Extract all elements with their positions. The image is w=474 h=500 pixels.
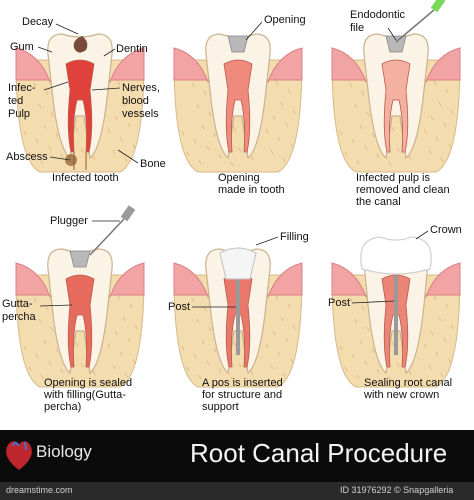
label-gum: Gum [10,41,34,53]
leader-pulp [43,81,69,91]
pulp [223,274,253,368]
opening-cavity [227,35,249,53]
label-crown: Crown [430,224,462,236]
leader-gutta [39,304,73,307]
gum [173,47,303,83]
leader-nerves [91,87,121,91]
panel-pulp-removed: Endodontic file Infected pulp is removed… [316,0,474,215]
tooth-illustration-2 [173,21,303,173]
abscess [65,154,77,166]
leader-post-6 [351,300,395,304]
pulp [65,274,95,368]
leader-filling [255,236,279,246]
tool-shaft [89,218,125,256]
label-gutta-percha-2: percha [2,311,36,323]
tooth-illustration-3 [331,0,461,173]
label-nerves-3: vessels [122,108,159,120]
credit-id: ID 31976292 © Snapgalleria [340,485,454,495]
panel-sealed: Plugger Gutta- percha Opening is sealed … [0,205,158,430]
caption-3-line-2: removed and clean [356,184,450,196]
label-abscess: Abscess [6,151,48,163]
label-dentin: Dentin [116,43,148,55]
leader-abscess [49,156,71,161]
gum [331,47,461,83]
caption-5-line-3: support [202,401,239,413]
label-infected-pulp-2: ted [8,95,24,107]
label-post-6: Post [328,297,351,309]
caption-4-line-1: Opening is sealed [44,377,133,389]
opening-cavity [69,250,91,268]
footer-title: Root Canal Procedure [190,438,448,468]
caption-2-line-2: made in tooth [218,184,285,196]
caption-4-line-3: percha) [44,401,82,413]
label-opening: Opening [264,14,306,26]
leader-crown [415,230,429,240]
tooth-illustration-6 [331,230,461,388]
caption-2-line-1: Opening [218,172,260,184]
caption-6-line-1: Sealing root canal [364,377,453,389]
gum [331,262,461,298]
caption-5-line-1: A pos is inserted [202,377,283,389]
tool-handle [120,205,136,222]
leader-bone [117,149,139,164]
footer-category: Biology [36,442,92,461]
panel-infected-tooth: Decay Gum Dentin Infec- ted Pulp Nerves,… [0,0,166,215]
pulp [65,59,95,153]
panel-crown: Crown Post Sealing root canal with new c… [316,215,474,430]
tooth-illustration-1 [15,23,145,173]
leader-decay [55,23,79,35]
caption-3-line-1: Infected pulp is [356,172,430,184]
post [394,275,398,355]
post [236,275,240,355]
label-plugger: Plugger [50,215,88,227]
pulp [381,274,411,368]
caption-6-line-2: with new crown [364,389,440,401]
tool-shaft [395,9,435,43]
pulp [223,59,253,153]
label-gutta-percha-1: Gutta- [2,298,33,310]
label-infected-pulp-1: Infec- [8,82,36,94]
caption-4-line-2: with filling(Gutta- [44,389,126,401]
tooth-illustration-5 [173,236,303,388]
label-bone: Bone [140,158,166,170]
decay-spot [73,36,88,53]
tool-handle [430,0,446,13]
label-infected-pulp-3: Pulp [8,108,31,120]
label-post: Post [168,301,191,313]
tooth-illustration-4 [15,205,145,388]
caption-5-line-2: for structure and [202,389,283,401]
caption-1-line-1: Infected tooth [52,172,119,184]
label-nerves-2: blood [122,95,149,107]
caption-3-line-3: the canal [356,196,401,208]
label-decay: Decay [22,16,54,28]
heart-icon [6,441,32,470]
credit-bar: dreamstime.com ID 31976292 © Snapgalleri… [0,482,474,500]
leader-dentin [103,48,116,57]
label-endodontic-file-1: Endodontic [350,9,406,21]
opening-cavity [385,35,407,53]
leader-gum [37,46,53,53]
panel-opening: Opening Opening made in tooth [158,0,316,215]
gum [15,262,145,298]
leader-file [387,27,397,41]
filling [219,247,257,280]
footer-banner: Biology Root Canal Procedure [0,430,474,482]
label-nerves-1: Nerves, [122,82,160,94]
crown [360,236,432,275]
pulp [381,59,411,153]
label-endodontic-file-2: file [350,22,365,34]
leader-opening [245,21,263,41]
gum [15,47,145,83]
gum [173,262,303,298]
credit-site: dreamstime.com [6,485,73,495]
label-filling: Filling [280,231,309,243]
panel-post: Filling Post A pos is inserted for struc… [158,215,316,430]
